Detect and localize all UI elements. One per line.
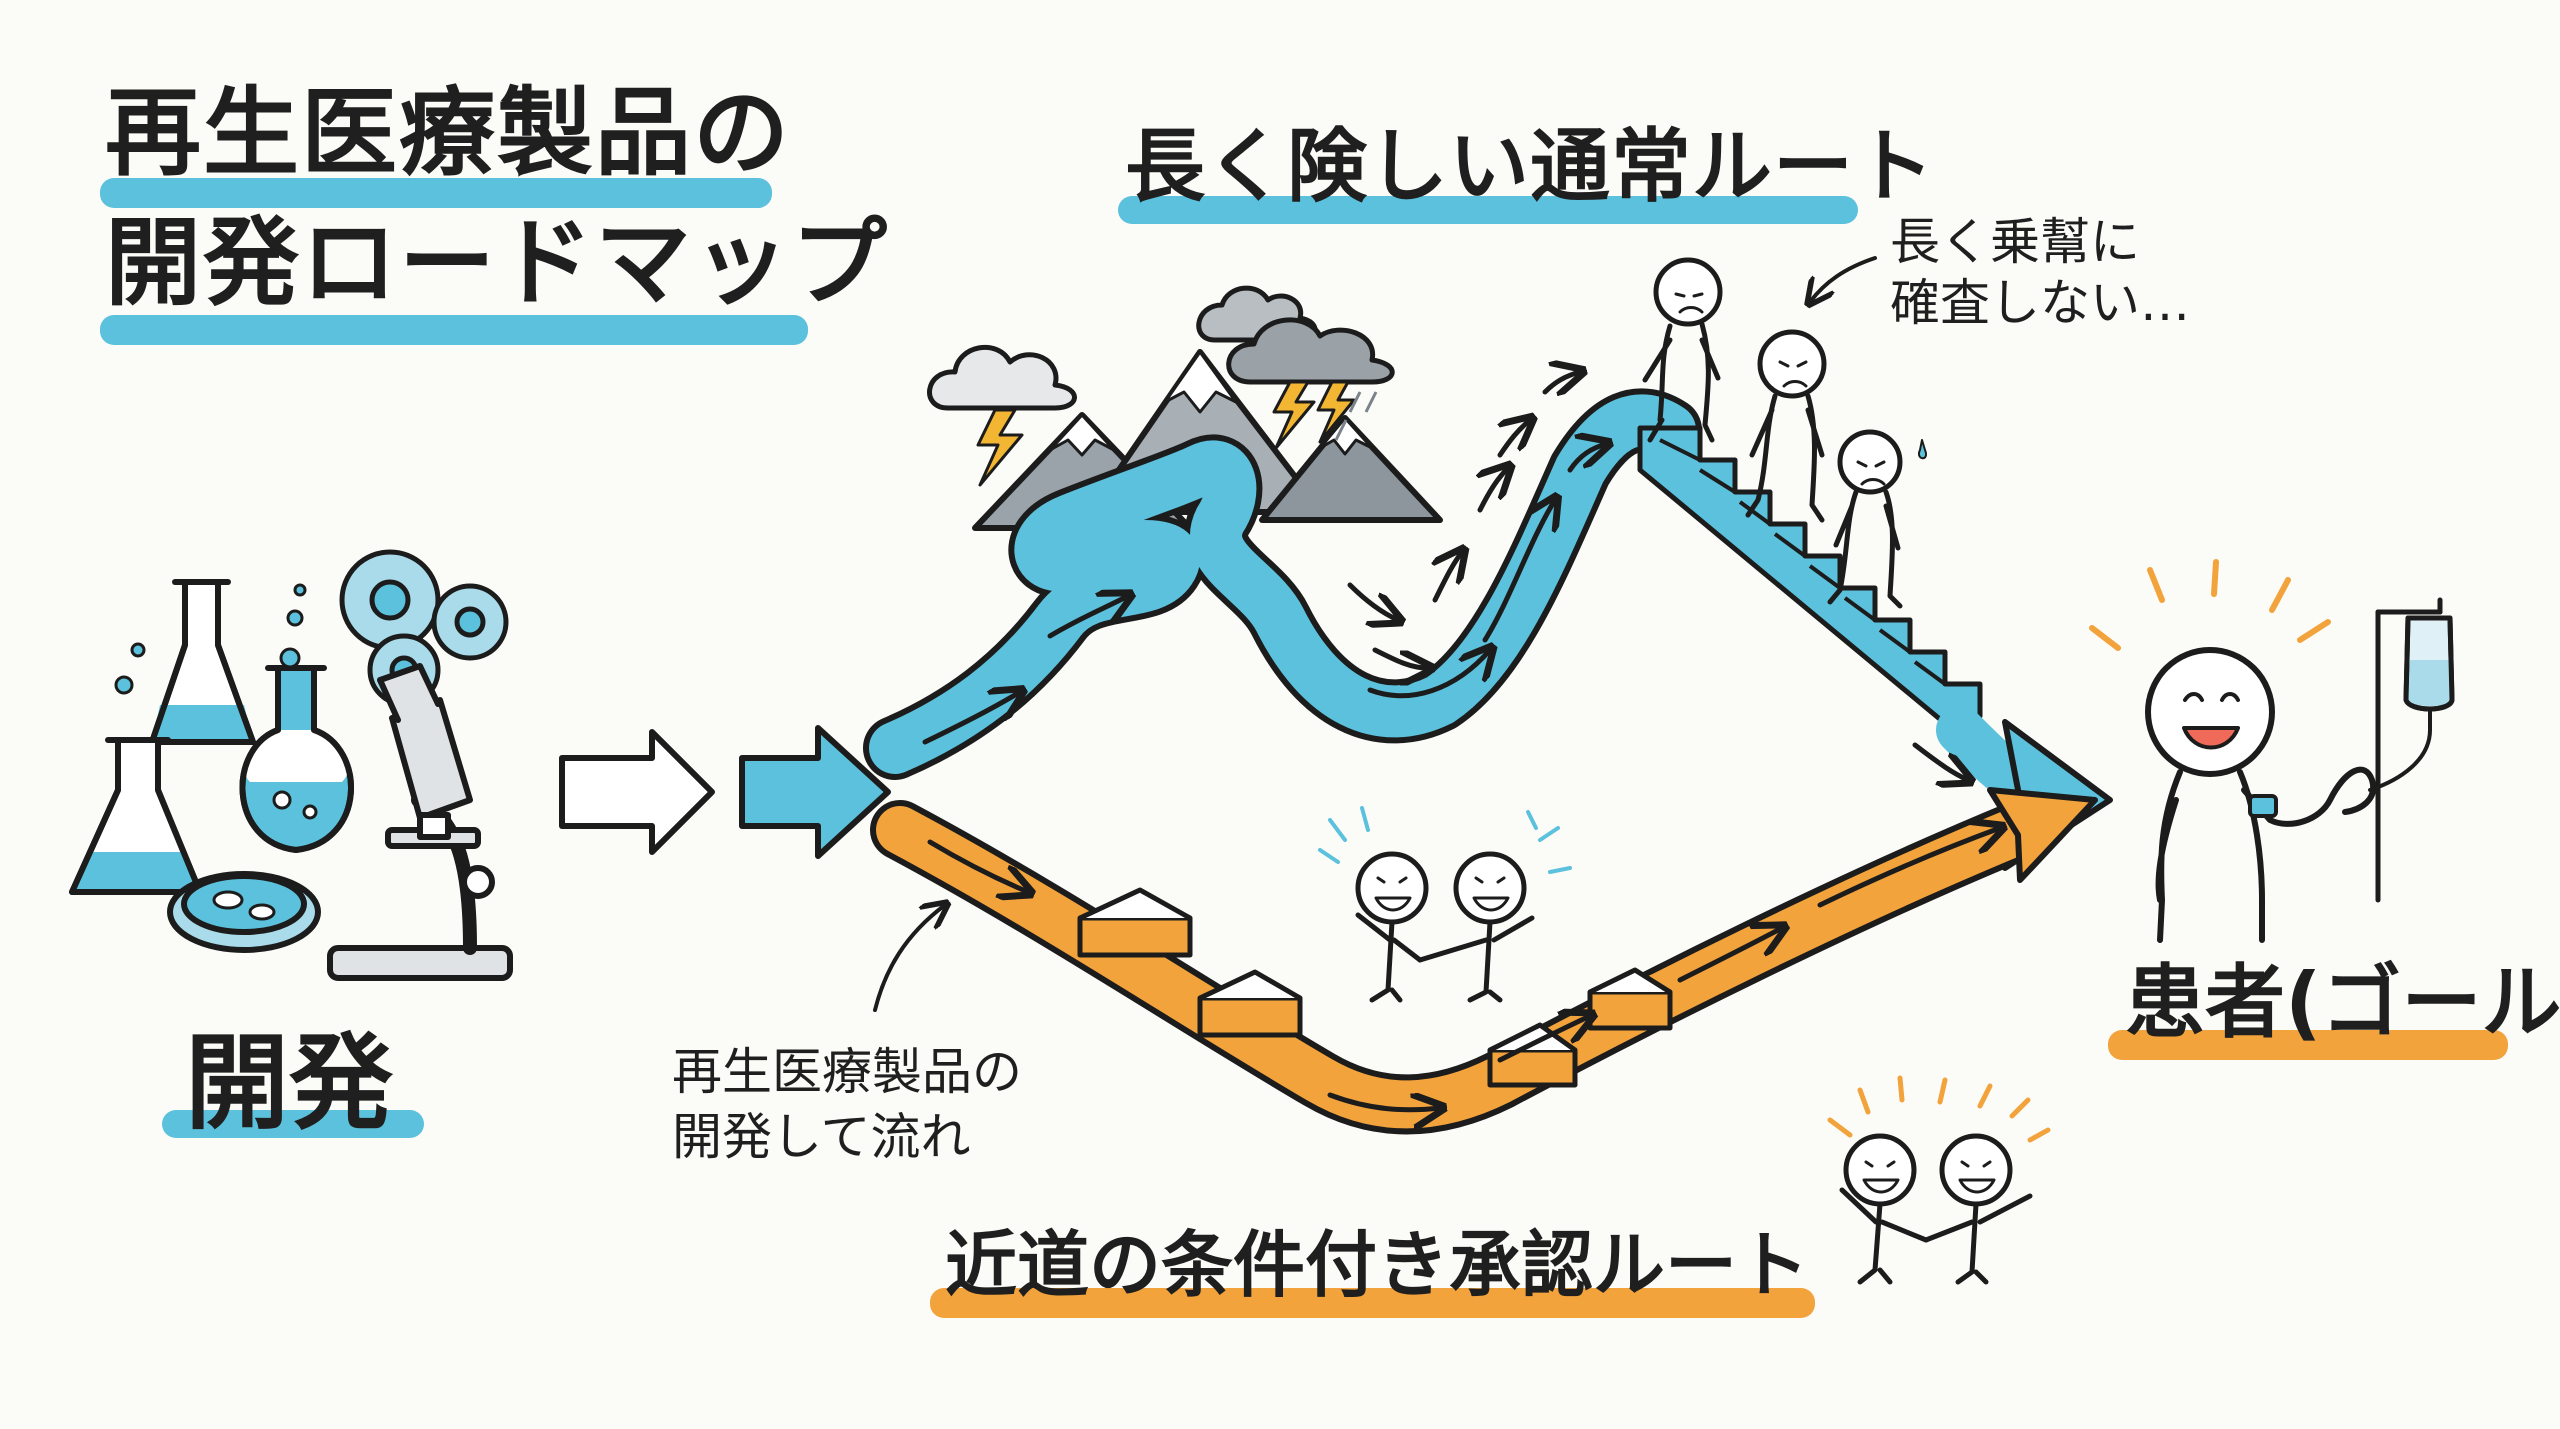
happy-person-icon bbox=[1355, 851, 1429, 1003]
dev-arrows bbox=[559, 725, 891, 859]
normal-note-line-1: 長く乗幫に bbox=[1890, 213, 2140, 271]
flask-icon bbox=[149, 579, 256, 745]
storm-cloud-icon bbox=[1226, 317, 1395, 385]
title-highlight bbox=[100, 178, 772, 208]
outline-arrow-icon bbox=[559, 729, 715, 855]
goal-highlight bbox=[2108, 1030, 2508, 1060]
iv-drip-icon bbox=[2368, 597, 2455, 903]
tired-person-icon bbox=[1642, 257, 1723, 443]
microscope-icon bbox=[327, 663, 513, 981]
flow-note-line-2: 開発して流れ bbox=[672, 1108, 971, 1166]
normal-note-line-2: 確査しない… bbox=[1890, 274, 2190, 332]
storm-clouds bbox=[927, 285, 1395, 487]
lightning-icon bbox=[976, 408, 1024, 487]
happy-person-icon bbox=[1923, 1133, 2033, 1285]
conditional-route bbox=[870, 787, 2098, 1135]
title-line-2: 開発ロードマップ bbox=[105, 206, 889, 319]
title-highlight bbox=[100, 315, 808, 345]
petri-dish-icon bbox=[167, 871, 321, 953]
conditional-route-title: 近道の条件付き承認ルート bbox=[945, 1223, 1810, 1307]
lab-equipment bbox=[69, 549, 513, 981]
goal-label: 患者(ゴール) bbox=[2125, 956, 2560, 1049]
title-line-1: 再生医療製品の bbox=[105, 77, 791, 189]
lightning-icon bbox=[1272, 380, 1316, 450]
development-label: 開発 bbox=[185, 1022, 394, 1144]
normal-route-highlight bbox=[1118, 196, 1858, 224]
flask-icon bbox=[69, 737, 203, 895]
normal-route bbox=[863, 372, 2113, 871]
development-highlight bbox=[162, 1110, 424, 1138]
flow-note-pointer bbox=[873, 905, 945, 1012]
happy-person-icon bbox=[1839, 1133, 1929, 1285]
normal-note-pointer bbox=[1810, 256, 1877, 302]
conditional-route-highlight bbox=[930, 1288, 1815, 1318]
happy-person-icon bbox=[1417, 851, 1535, 1003]
flow-note-line-1: 再生医療製品の bbox=[672, 1043, 1022, 1101]
blue-arrow-icon bbox=[739, 725, 891, 859]
mountain-icon bbox=[1259, 415, 1443, 523]
patient bbox=[2089, 559, 2455, 943]
tired-person-icon bbox=[1827, 429, 1928, 609]
tired-people bbox=[1642, 257, 1928, 609]
normal-route-note: 長く乗幫に 確査しない… bbox=[1890, 212, 2190, 334]
flask-icon bbox=[239, 665, 354, 853]
staircase-icon bbox=[1637, 425, 1983, 743]
tired-person-icon bbox=[1745, 329, 1827, 523]
cell-icon bbox=[339, 549, 509, 707]
flow-note: 再生医療製品の 開発して流れ bbox=[672, 1040, 1022, 1170]
normal-route-title: 長く険しい通常ルート bbox=[1125, 120, 1935, 213]
diagram-title: 再生医療製品の 開発ロードマップ bbox=[105, 77, 889, 319]
patient-icon bbox=[2145, 647, 2377, 943]
storm-cloud-icon bbox=[927, 344, 1077, 411]
lightning-icon bbox=[1316, 380, 1356, 444]
happy-people bbox=[1318, 806, 2051, 1285]
